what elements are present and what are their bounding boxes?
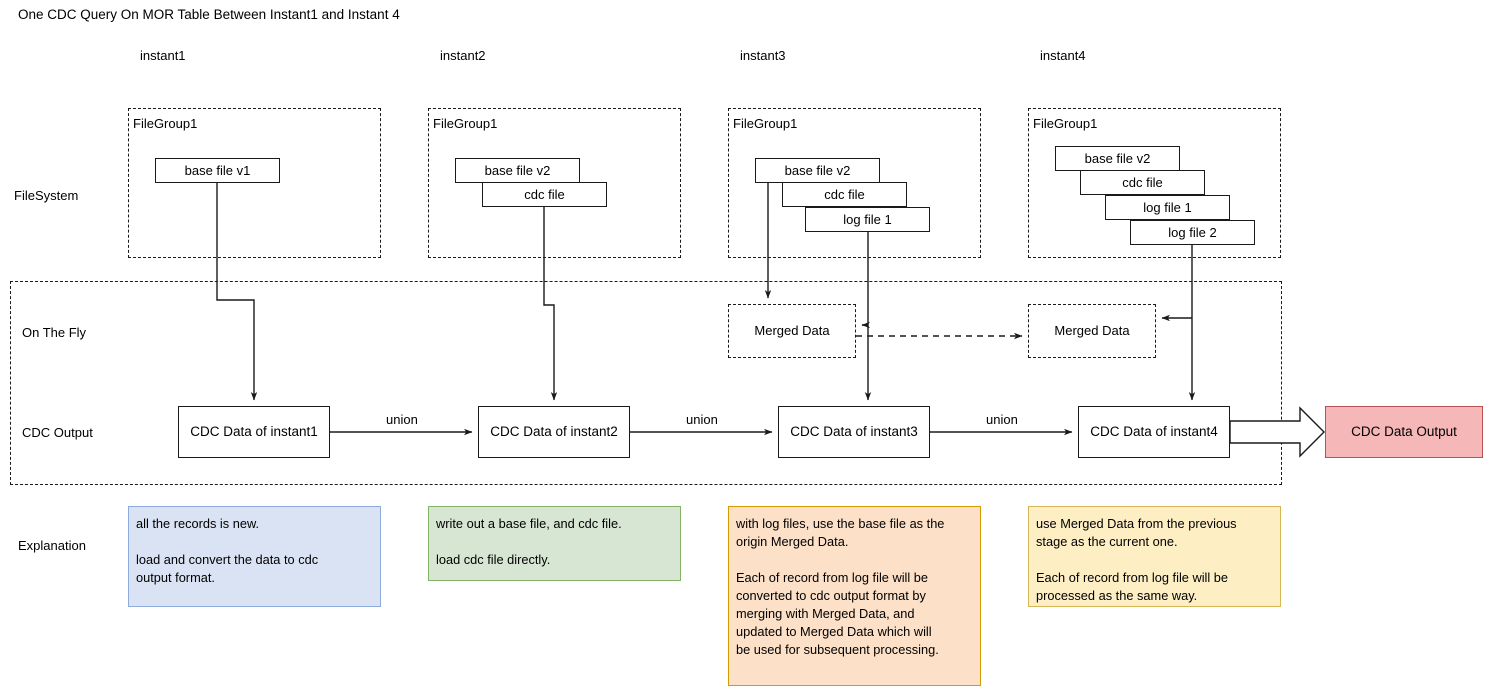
- filegroup-instant3: FileGroup1: [728, 108, 981, 258]
- file-base-file-v2: base file v2: [455, 158, 580, 183]
- column-header-instant3: instant3: [740, 48, 786, 63]
- flow-container: [10, 281, 1282, 485]
- explanation-instant4: use Merged Data from the previous stage …: [1028, 506, 1281, 607]
- merged-data-instant4: Merged Data: [1028, 304, 1156, 358]
- column-header-instant1: instant1: [140, 48, 186, 63]
- filegroup-instant1: FileGroup1: [128, 108, 381, 258]
- file-log-file-2: log file 2: [1130, 220, 1255, 245]
- cdc-data-instant4: CDC Data of instant4: [1078, 406, 1230, 458]
- cdc-data-instant3: CDC Data of instant3: [778, 406, 930, 458]
- file-cdc-file: cdc file: [482, 182, 607, 207]
- union-label-1: union: [386, 412, 418, 427]
- cdc-data-instant2: CDC Data of instant2: [478, 406, 630, 458]
- file-cdc-file: cdc file: [782, 182, 907, 207]
- column-header-instant4: instant4: [1040, 48, 1086, 63]
- column-header-instant2: instant2: [440, 48, 486, 63]
- explanation-instant1: all the records is new. load and convert…: [128, 506, 381, 607]
- cdc-data-output-box: CDC Data Output: [1325, 406, 1483, 458]
- filegroup-label: FileGroup1: [433, 116, 498, 131]
- union-label-3: union: [986, 412, 1018, 427]
- explanation-instant3: with log files, use the base file as the…: [728, 506, 981, 686]
- row-label-filesystem: FileSystem: [14, 188, 79, 203]
- merged-data-instant3: Merged Data: [728, 304, 856, 358]
- file-log-file-1: log file 1: [805, 207, 930, 232]
- filegroup-label: FileGroup1: [133, 116, 198, 131]
- union-label-2: union: [686, 412, 718, 427]
- filegroup-label: FileGroup1: [1033, 116, 1098, 131]
- file-base-file-v2: base file v2: [1055, 146, 1180, 171]
- filegroup-instant4: FileGroup1: [1028, 108, 1281, 258]
- file-base-file-v2: base file v2: [755, 158, 880, 183]
- explanation-instant2: write out a base file, and cdc file. loa…: [428, 506, 681, 581]
- row-label-cdc-output: CDC Output: [22, 425, 93, 440]
- file-base-file-v1: base file v1: [155, 158, 280, 183]
- file-cdc-file: cdc file: [1080, 170, 1205, 195]
- row-label-on-the-fly: On The Fly: [22, 325, 87, 340]
- filegroup-label: FileGroup1: [733, 116, 798, 131]
- file-log-file-1: log file 1: [1105, 195, 1230, 220]
- cdc-data-instant1: CDC Data of instant1: [178, 406, 330, 458]
- row-label-explanation: Explanation: [18, 538, 86, 553]
- page-title: One CDC Query On MOR Table Between Insta…: [18, 7, 400, 22]
